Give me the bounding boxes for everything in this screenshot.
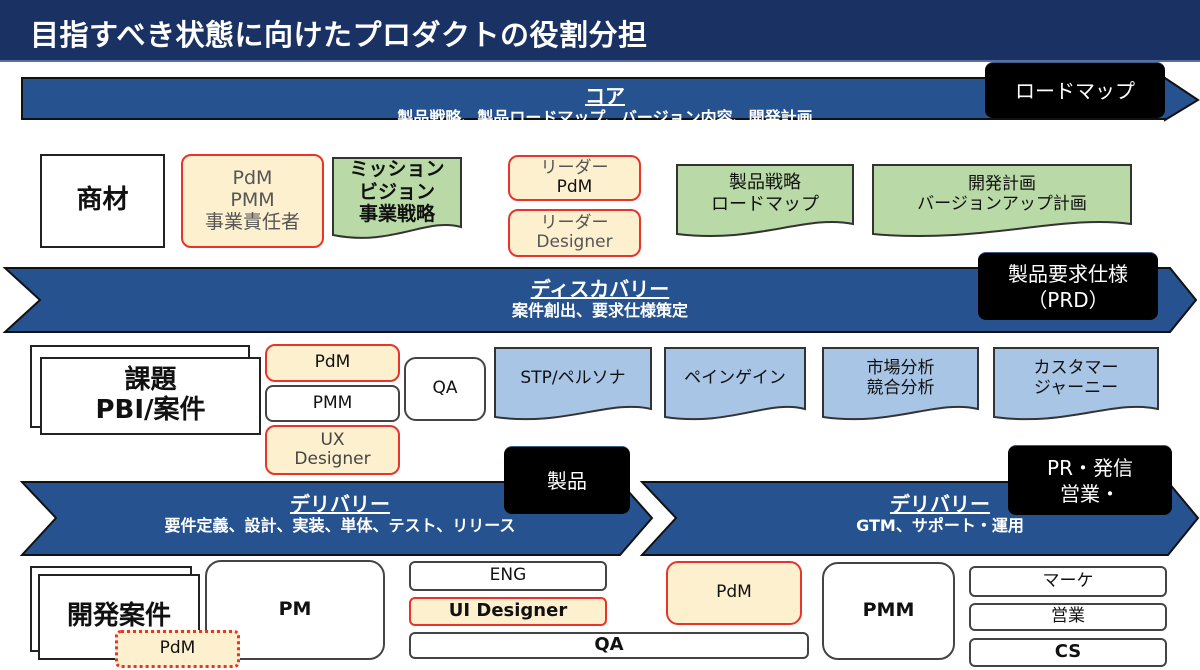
doc-mission-vision: ミッション ビジョン 事業戦略 bbox=[332, 157, 462, 242]
delivery-product-tag-text: 製品 bbox=[547, 468, 587, 493]
discovery-role-pdm: PdM bbox=[265, 344, 400, 382]
discovery-tag-line-1: 製品要求仕様 bbox=[1008, 261, 1128, 286]
doc-journey-line-1: カスタマー bbox=[1033, 357, 1119, 378]
gtm-pdm-label: PdM bbox=[716, 582, 752, 603]
doc-stp-label: STP/ペルソナ bbox=[520, 367, 626, 388]
delivery-role-qa: QA bbox=[409, 632, 809, 659]
delivery-gtm-subtitle: GTM、サポート・運用 bbox=[856, 516, 1024, 535]
core-title: コア bbox=[585, 84, 625, 108]
delivery-product-subtitle: 要件定義、設計、実装、単体、テスト、リリース bbox=[164, 516, 516, 535]
gtm-role-pmm: PMM bbox=[822, 562, 955, 660]
doc-pain-gain-label: ペインゲイン bbox=[684, 367, 786, 388]
doc-product-strategy: 製品戦略 ロードマップ bbox=[676, 164, 854, 240]
doc-customer-journey: カスタマー ジャーニー bbox=[993, 347, 1159, 423]
doc-pain-gain: ペインゲイン bbox=[664, 347, 806, 423]
gtm-role-cs: CS bbox=[969, 638, 1167, 667]
doc-mission-line-3: 事業戦略 bbox=[358, 203, 435, 226]
leader-label: リーダー bbox=[540, 158, 609, 179]
core-output-tag: ロードマップ bbox=[985, 62, 1165, 118]
gtm-tag-line-1: PR・発信 bbox=[1047, 455, 1133, 480]
core-artifact-label: 商材 bbox=[76, 185, 129, 216]
core-tag-text: ロードマップ bbox=[1015, 78, 1135, 103]
discovery-role-ux: UX Designer bbox=[265, 425, 400, 475]
role-pdm-label: PdM bbox=[314, 352, 351, 373]
role-pmm: PMM bbox=[230, 189, 275, 212]
doc-market-line-2: 競合分析 bbox=[866, 378, 935, 398]
discovery-band-label: ディスカバリー 案件創出、要求仕様策定 bbox=[380, 277, 820, 321]
page-header: 目指すべき状態に向けたプロダクトの役割分担 bbox=[0, 0, 1200, 62]
discovery-subtitle: 案件創出、要求仕様策定 bbox=[511, 301, 688, 320]
delivery-product-band-label: デリバリー 要件定義、設計、実装、単体、テスト、リリース bbox=[100, 492, 580, 536]
core-artifact-box: 商材 bbox=[40, 154, 165, 248]
leader-designer-role: Designer bbox=[536, 232, 613, 252]
doc-plan-line-2: バージョンアップ計画 bbox=[917, 194, 1087, 214]
core-band-shape bbox=[21, 77, 1200, 122]
role-eng-label: ENG bbox=[489, 565, 527, 586]
doc-strategy-line-1: 製品戦略 bbox=[729, 172, 801, 194]
doc-market-analysis: 市場分析 競合分析 bbox=[822, 347, 979, 423]
discovery-title: ディスカバリー bbox=[530, 277, 670, 301]
role-ux-line-2: Designer bbox=[294, 449, 371, 469]
delivery-role-pdm-overlap: PdM bbox=[115, 630, 240, 668]
discovery-role-qa: QA bbox=[404, 357, 486, 421]
delivery-role-eng: ENG bbox=[409, 561, 607, 591]
discovery-artifact-line-1: 課題 bbox=[124, 365, 177, 396]
doc-mission-line-1: ミッション bbox=[349, 157, 445, 180]
role-qa-label: QA bbox=[432, 378, 458, 399]
delivery-gtm-title: デリバリー bbox=[890, 492, 990, 516]
gtm-role-marketing: マーケ bbox=[969, 566, 1167, 597]
leader-label: リーダー bbox=[540, 213, 609, 234]
core-roles-box: PdM PMM 事業責任者 bbox=[181, 154, 324, 248]
role-business-owner: 事業責任者 bbox=[204, 210, 300, 233]
role-pm-label: PM bbox=[278, 598, 312, 621]
gtm-tag-line-2: 営業・ bbox=[1060, 481, 1120, 506]
role-pdm: PdM bbox=[232, 167, 273, 190]
core-band-label: コア 製品戦略、製品ロードマップ、バージョン内容、開発計画 bbox=[300, 84, 910, 128]
role-ui-designer-label: UI Designer bbox=[448, 600, 568, 622]
delivery-role-ui-designer: UI Designer bbox=[409, 597, 607, 626]
gtm-cs-label: CS bbox=[1054, 641, 1082, 663]
doc-strategy-line-2: ロードマップ bbox=[711, 194, 819, 215]
doc-mission-line-2: ビジョン bbox=[358, 180, 435, 203]
discovery-role-pmm: PMM bbox=[265, 385, 400, 422]
doc-market-line-1: 市場分析 bbox=[866, 357, 935, 378]
page-title: 目指すべき状態に向けたプロダクトの役割分担 bbox=[30, 18, 648, 52]
doc-plan-line-1: 開発計画 bbox=[968, 173, 1036, 194]
doc-dev-plan: 開発計画 バージョンアップ計画 bbox=[872, 164, 1132, 240]
delivery-gtm-band-label: デリバリー GTM、サポート・運用 bbox=[780, 492, 1100, 536]
delivery-product-tag: 製品 bbox=[504, 446, 630, 514]
gtm-role-sales: 営業 bbox=[969, 603, 1167, 631]
leader-designer-box: リーダー Designer bbox=[508, 209, 641, 257]
gtm-sales-label: 営業 bbox=[1051, 606, 1085, 627]
discovery-artifact-box: 課題 PBI/案件 bbox=[40, 357, 261, 435]
discovery-output-tag: 製品要求仕様 （PRD） bbox=[978, 252, 1158, 320]
discovery-band-shape bbox=[2, 267, 1198, 333]
role-pdm-label: PdM bbox=[159, 638, 196, 659]
delivery-artifact-label: 開発案件 bbox=[66, 601, 171, 632]
core-subtitle: 製品戦略、製品ロードマップ、バージョン内容、開発計画 bbox=[397, 108, 813, 127]
gtm-marketing-label: マーケ bbox=[1042, 570, 1094, 591]
gtm-pmm-label: PMM bbox=[862, 599, 915, 622]
gtm-role-pdm: PdM bbox=[666, 561, 802, 625]
discovery-tag-line-2: （PRD） bbox=[1027, 287, 1109, 312]
leader-pdm-role: PdM bbox=[556, 177, 593, 197]
delivery-product-title: デリバリー bbox=[290, 492, 390, 516]
role-ux-line-1: UX bbox=[320, 430, 345, 451]
delivery-gtm-tag: PR・発信 営業・ bbox=[1008, 445, 1172, 515]
leader-pdm-box: リーダー PdM bbox=[508, 155, 641, 201]
doc-stp-persona: STP/ペルソナ bbox=[494, 347, 652, 423]
doc-journey-line-2: ジャーニー bbox=[1033, 378, 1119, 398]
discovery-artifact-line-2: PBI/案件 bbox=[95, 395, 206, 425]
role-pmm-label: PMM bbox=[312, 392, 353, 413]
role-qa-label: QA bbox=[594, 634, 624, 656]
